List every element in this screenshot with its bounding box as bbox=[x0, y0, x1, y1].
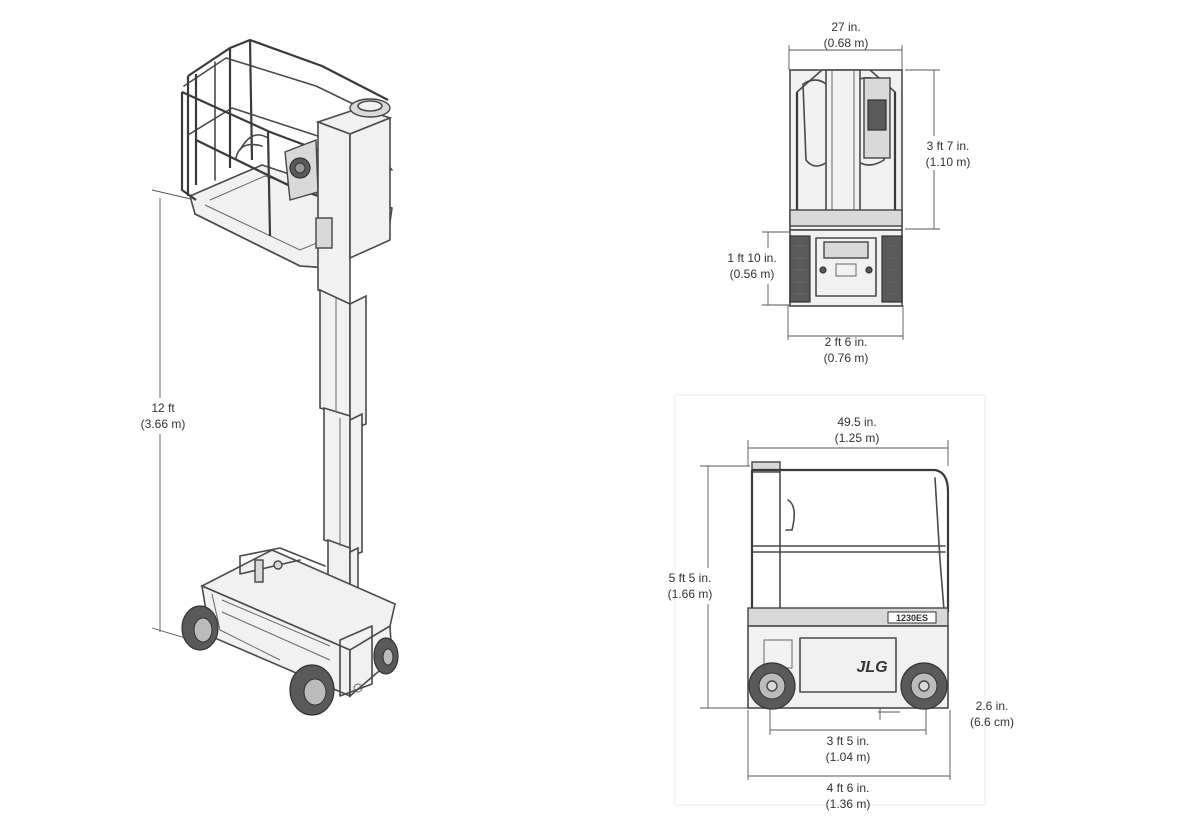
front-lift-view: 27 in. (0.68 m) 3 ft 7 in. (1.10 m) 1 ft… bbox=[727, 20, 970, 365]
front-width-in-label: 27 in. bbox=[831, 20, 860, 34]
tall-height-ft-label: 12 ft bbox=[151, 401, 175, 415]
isometric-wheel-front-right bbox=[289, 664, 335, 716]
side-platform: 1230ES bbox=[747, 461, 950, 627]
front-rail-height-dimension: 3 ft 7 in. (1.10 m) bbox=[905, 69, 971, 230]
front-base-height-ft-label: 1 ft 10 in. bbox=[727, 251, 776, 265]
side-length-dimension: 4 ft 6 in. (1.36 m) bbox=[747, 710, 951, 811]
isometric-platform bbox=[180, 38, 393, 306]
front-width-m-label: (0.68 m) bbox=[824, 36, 869, 50]
side-wheelbase-m-label: (1.04 m) bbox=[826, 750, 871, 764]
side-length-m-label: (1.36 m) bbox=[826, 797, 871, 811]
jlg-logo: JLG bbox=[856, 659, 887, 676]
side-wheel-front bbox=[900, 662, 948, 710]
front-wheel-left bbox=[789, 235, 811, 303]
side-wheelbase-ft-label: 3 ft 5 in. bbox=[827, 734, 870, 748]
front-width-dimension: 27 in. (0.68 m) bbox=[788, 20, 903, 70]
isometric-base bbox=[181, 547, 399, 716]
front-wheel-right bbox=[881, 235, 903, 303]
front-base-width-dimension: 2 ft 6 in. (0.76 m) bbox=[787, 305, 904, 365]
side-height-dimension: 5 ft 5 in. (1.66 m) bbox=[668, 465, 750, 709]
side-clearance-in-label: 2.6 in. bbox=[976, 699, 1009, 713]
front-base-width-m-label: (0.76 m) bbox=[824, 351, 869, 365]
front-rail-height-ft-label: 3 ft 7 in. bbox=[927, 139, 970, 153]
side-lift-view: 49.5 in. (1.25 m) 5 ft 5 in. (1.66 m) 2.… bbox=[668, 394, 1014, 811]
front-rail-height-m-label: (1.10 m) bbox=[926, 155, 971, 169]
isometric-wheel-front-left bbox=[181, 605, 219, 651]
side-width-in-label: 49.5 in. bbox=[837, 415, 876, 429]
model-plate: 1230ES bbox=[896, 613, 928, 623]
side-clearance-cm-label: (6.6 cm) bbox=[970, 715, 1014, 729]
side-width-dimension: 49.5 in. (1.25 m) bbox=[747, 415, 949, 466]
front-base-height-m-label: (0.56 m) bbox=[730, 267, 775, 281]
side-wheelbase-dimension: 3 ft 5 in. (1.04 m) bbox=[769, 700, 927, 764]
side-width-m-label: (1.25 m) bbox=[835, 431, 880, 445]
side-clearance-dimension: 2.6 in. (6.6 cm) bbox=[878, 699, 1014, 729]
side-height-ft-label: 5 ft 5 in. bbox=[669, 571, 712, 585]
tall-height-dimension: 12 ft (3.66 m) bbox=[141, 189, 196, 641]
tall-height-m-label: (3.66 m) bbox=[141, 417, 186, 431]
isometric-lift-view: 12 ft (3.66 m) bbox=[141, 38, 399, 716]
side-length-ft-label: 4 ft 6 in. bbox=[827, 781, 870, 795]
isometric-wheel-rear bbox=[373, 637, 399, 675]
front-base-width-ft-label: 2 ft 6 in. bbox=[825, 335, 868, 349]
front-base-height-dimension: 1 ft 10 in. (0.56 m) bbox=[727, 231, 790, 306]
side-wheel-rear bbox=[748, 662, 796, 710]
side-height-m-label: (1.66 m) bbox=[668, 587, 713, 601]
